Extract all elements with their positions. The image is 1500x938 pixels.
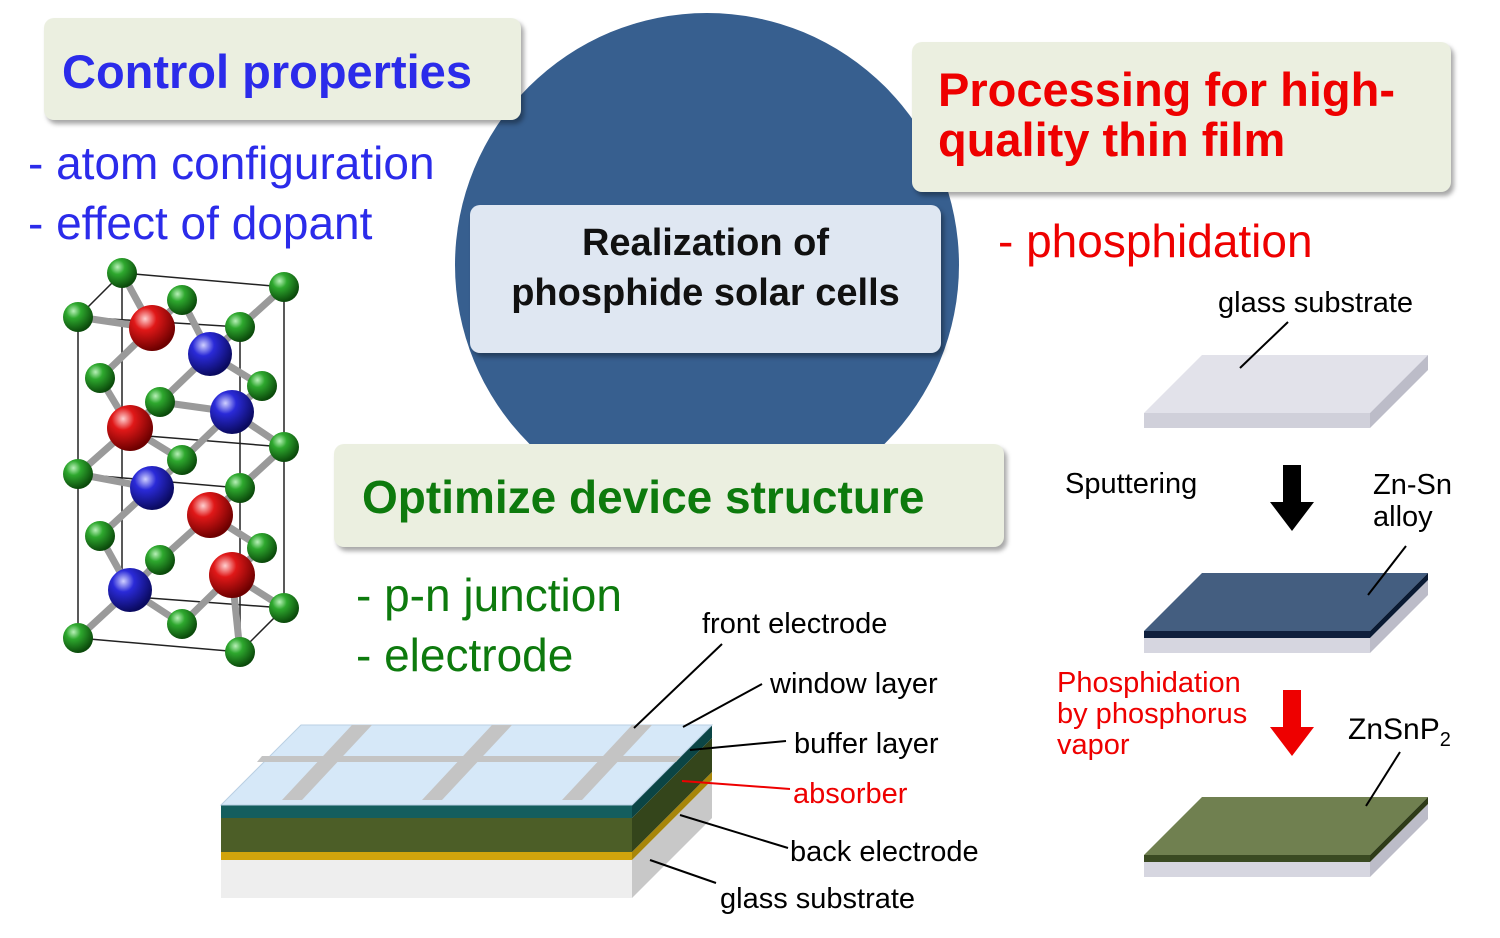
device-front-glass xyxy=(221,860,632,898)
label-front-electrode: front electrode xyxy=(702,608,888,640)
atom-red xyxy=(209,552,255,598)
device-front-back-electrode xyxy=(221,852,632,860)
atom-green xyxy=(167,285,197,315)
atom-red xyxy=(107,405,153,451)
leader-znsn-alloy xyxy=(1367,545,1407,596)
atom-green xyxy=(247,533,277,563)
atom-red xyxy=(187,492,233,538)
flow-label-phos-line3: vapor xyxy=(1057,729,1130,761)
device-leader-lines xyxy=(633,643,789,884)
label-absorber: absorber xyxy=(793,778,908,810)
atom-green xyxy=(247,371,277,401)
leader-znsnp2 xyxy=(1365,751,1401,807)
plate-znsn-alloy xyxy=(1144,573,1428,653)
device-side-back-electrode xyxy=(632,772,712,860)
flow-label-sputtering: Sputtering xyxy=(1065,468,1198,500)
plate-znsnp2 xyxy=(1144,797,1428,877)
atom-blue xyxy=(210,390,254,434)
processing-box xyxy=(912,42,1451,192)
front-electrode-grid xyxy=(257,725,681,800)
red-atoms xyxy=(107,305,255,598)
blue-atoms xyxy=(108,332,254,612)
atom-green xyxy=(225,637,255,667)
leader-glass-substrate xyxy=(1239,321,1289,369)
center-title-line2: phosphide solar cells xyxy=(511,272,900,314)
device-side-window xyxy=(632,725,712,818)
phosphidation-arrow xyxy=(1270,690,1314,756)
control-item-effect-of-dopant: - effect of dopant xyxy=(28,197,373,249)
atom-green xyxy=(85,521,115,551)
control-item-atom-configuration: - atom configuration xyxy=(28,137,435,189)
atom-green xyxy=(269,593,299,623)
flow-label-znsnp2: ZnSnP2 xyxy=(1348,713,1451,752)
processing-title-line2: quality thin film xyxy=(938,113,1286,166)
flow-label-glass-substrate: glass substrate xyxy=(1218,287,1414,319)
label-back-electrode: back electrode xyxy=(790,836,979,868)
center-title-line1: Realization of xyxy=(581,222,830,264)
optimize-item-pn-junction: - p-n junction xyxy=(356,569,622,621)
label-glass-substrate-device: glass substrate xyxy=(720,883,916,915)
control-properties-box xyxy=(44,18,521,120)
atom-green xyxy=(63,623,93,653)
atom-blue xyxy=(188,332,232,376)
atom-green xyxy=(269,272,299,302)
znsnp2-main: ZnSnP xyxy=(1348,713,1440,746)
atom-green xyxy=(63,459,93,489)
processing-title-line1: Processing for high- xyxy=(938,63,1395,116)
atom-green xyxy=(167,609,197,639)
center-title-box xyxy=(470,205,941,353)
atom-green xyxy=(145,387,175,417)
device-side-glass xyxy=(632,780,712,898)
atom-blue xyxy=(130,466,174,510)
sputtering-arrow xyxy=(1270,465,1314,531)
device-front-absorber xyxy=(221,818,632,852)
label-window-layer: window layer xyxy=(770,668,938,700)
control-properties-title: Control properties xyxy=(62,45,472,98)
atom-green xyxy=(269,432,299,462)
green-atoms xyxy=(63,258,299,667)
processing-item-phosphidation: - phosphidation xyxy=(998,215,1313,267)
label-buffer-layer: buffer layer xyxy=(794,728,939,760)
optimize-item-electrode: - electrode xyxy=(356,629,574,681)
absorber-leader-line xyxy=(681,780,791,790)
optimize-title: Optimize device structure xyxy=(362,471,925,523)
atom-green xyxy=(85,363,115,393)
atom-blue xyxy=(108,568,152,612)
flow-label-znsn-line1: Zn-Sn xyxy=(1373,469,1452,501)
optimize-box xyxy=(334,444,1004,547)
flow-label-znsn-line2: alloy xyxy=(1373,501,1433,533)
atom-red xyxy=(129,305,175,351)
device-front-window xyxy=(221,805,632,818)
atom-green xyxy=(63,302,93,332)
flow-label-phos-line1: Phosphidation xyxy=(1057,667,1241,699)
flow-label-phos-line2: by phosphorus xyxy=(1057,698,1248,730)
atom-green xyxy=(225,312,255,342)
atom-green xyxy=(145,545,175,575)
atom-green xyxy=(107,258,137,288)
znsnp2-subscript: 2 xyxy=(1439,729,1451,751)
device-side-absorber xyxy=(632,738,712,852)
atom-green xyxy=(225,473,255,503)
plate-glass-substrate xyxy=(1144,355,1428,428)
atom-green xyxy=(167,445,197,475)
